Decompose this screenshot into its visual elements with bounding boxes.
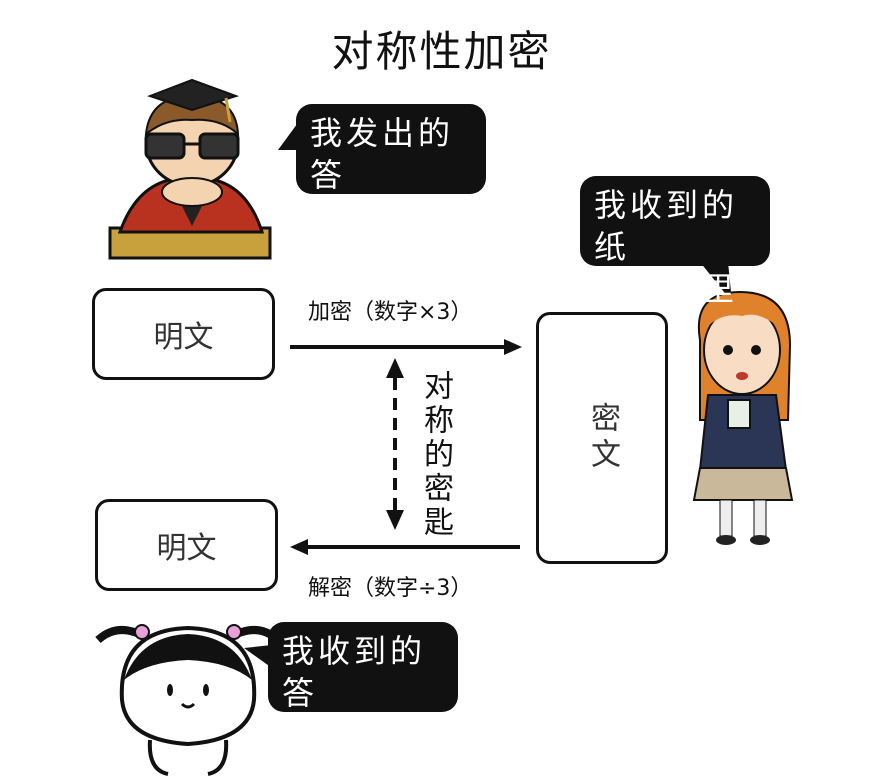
plaintext-box-top: 明文: [92, 288, 275, 380]
receiver-bubble-line2: 案在这里: [282, 716, 427, 754]
sender-bubble-line1: 我发出的答: [310, 114, 455, 194]
ciphertext-box: 密文: [536, 312, 668, 564]
symmetric-key-arrow: [386, 358, 404, 530]
diagram-title: 对称性加密: [331, 27, 552, 76]
decrypt-arrow: [290, 539, 520, 555]
sender-bubble-line2: 案在这里: [310, 198, 455, 236]
plaintext-box-bottom: 明文: [95, 499, 278, 591]
ciphertext-label: 密文: [585, 402, 620, 474]
receiver-bubble-tail: [244, 645, 272, 668]
middle-bubble-line2: 条在这里: [594, 270, 739, 308]
encrypt-arrow: [290, 339, 522, 355]
sender-speech-bubble: 我发出的答 案在这里: [296, 104, 486, 236]
sender-bubble-tail: [278, 120, 300, 150]
plaintext-label-bottom: 明文: [156, 531, 217, 566]
decrypt-label: 解密（数字÷3）: [308, 576, 473, 601]
symmetric-key-label: 对称的密匙: [418, 370, 453, 540]
middle-bubble-line1: 我收到的纸: [594, 186, 739, 266]
receiver-speech-bubble: 我收到的答 案在这里: [268, 622, 458, 754]
encrypt-label: 加密（数字×3）: [308, 300, 473, 325]
receiver-bubble-line1: 我收到的答: [282, 632, 427, 712]
receiver-character-illustration: [95, 624, 281, 776]
sender-character-illustration: [108, 78, 272, 260]
plaintext-label-top: 明文: [153, 320, 214, 355]
middle-character-illustration: [692, 290, 794, 545]
middle-speech-bubble: 我收到的纸 条在这里: [580, 176, 770, 308]
middle-bubble-tail: [700, 262, 732, 302]
